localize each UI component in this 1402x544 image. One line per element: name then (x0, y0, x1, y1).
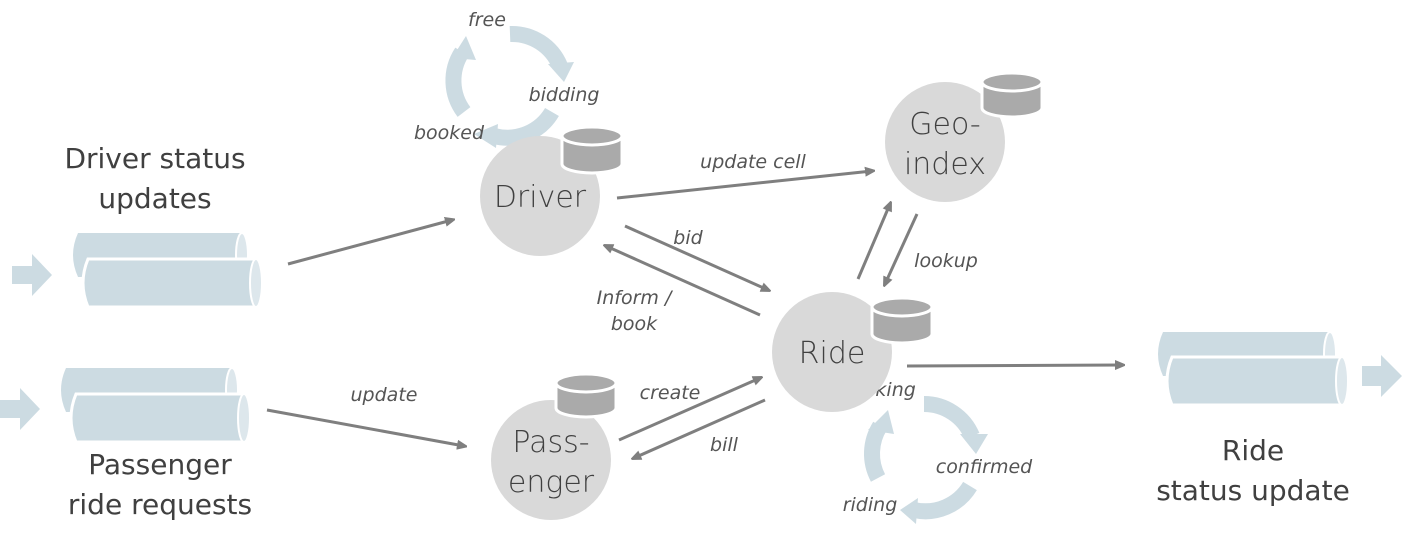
driver-node: Driver (480, 125, 624, 256)
edge-ride-to-driver-inform (606, 246, 761, 317)
queue-pipe-icon-ride-status (1158, 331, 1349, 407)
passenger-node-label-line2: enger (508, 465, 595, 500)
edge-label-create: create (640, 382, 701, 404)
queue-pipe-icon-driver-status (73, 232, 263, 309)
geoindex-node-label-line2: index (904, 147, 986, 182)
driver-status-title-line2: updates (98, 182, 211, 215)
queue-pipe-icon-passenger-requests (61, 367, 251, 444)
edge-label-inform-line1: Inform / (597, 287, 674, 309)
driver-state-bidding: bidding (529, 84, 600, 106)
database-icon-ride (870, 296, 934, 345)
edge-label-update: update (351, 384, 418, 406)
input-arrow-icon-driver (12, 254, 52, 296)
edge-passenger-stream-to-passenger (266, 408, 464, 446)
edge-geoindex-to-ride-lookup (885, 213, 919, 284)
driver-state-cycle (445, 25, 574, 148)
ride-status-title-line2: status update (1156, 474, 1350, 507)
passenger-requests-title-line2: ride requests (68, 488, 252, 521)
edge-passenger-to-ride-create (618, 378, 760, 442)
ride-state-confirmed: confirmed (936, 456, 1033, 478)
edge-driver-to-ride-bid (624, 224, 768, 290)
edge-label-lookup: lookup (914, 250, 978, 272)
edge-label-bid: bid (673, 227, 703, 249)
edge-label-inform-line2: book (611, 313, 658, 335)
database-icon-passenger (554, 372, 618, 419)
database-icon-driver (560, 125, 624, 175)
edge-driver-to-geoindex (616, 171, 872, 200)
edge-label-update-cell: update cell (700, 151, 806, 173)
passenger-node: Pass- enger (491, 372, 618, 520)
ride-state-cycle (864, 396, 988, 524)
driver-state-free: free (468, 9, 506, 31)
driver-status-title-line1: Driver status (64, 142, 245, 175)
database-icon-geoindex (980, 71, 1044, 119)
driver-state-booked: booked (414, 122, 485, 144)
ride-node: Ride (772, 292, 934, 412)
ride-status-title-line1: Ride (1222, 434, 1284, 467)
driver-node-label: Driver (494, 180, 587, 215)
geoindex-node: Geo- index (885, 71, 1044, 202)
passenger-requests-title-line1: Passenger (88, 448, 232, 481)
edge-ride-to-geoindex (856, 204, 890, 280)
geoindex-node-label-line1: Geo- (909, 107, 980, 142)
input-arrow-icon-passenger (0, 388, 40, 430)
edge-ride-to-passenger-bill (634, 398, 766, 458)
edge-driver-stream-to-driver (287, 220, 452, 266)
output-arrow-icon-ride (1362, 355, 1402, 397)
edge-label-bill: bill (710, 434, 739, 456)
ride-node-label: Ride (799, 336, 866, 371)
passenger-node-label-line1: Pass- (512, 425, 589, 460)
edge-ride-to-status-stream (906, 365, 1122, 366)
ride-state-riding: riding (843, 494, 898, 516)
